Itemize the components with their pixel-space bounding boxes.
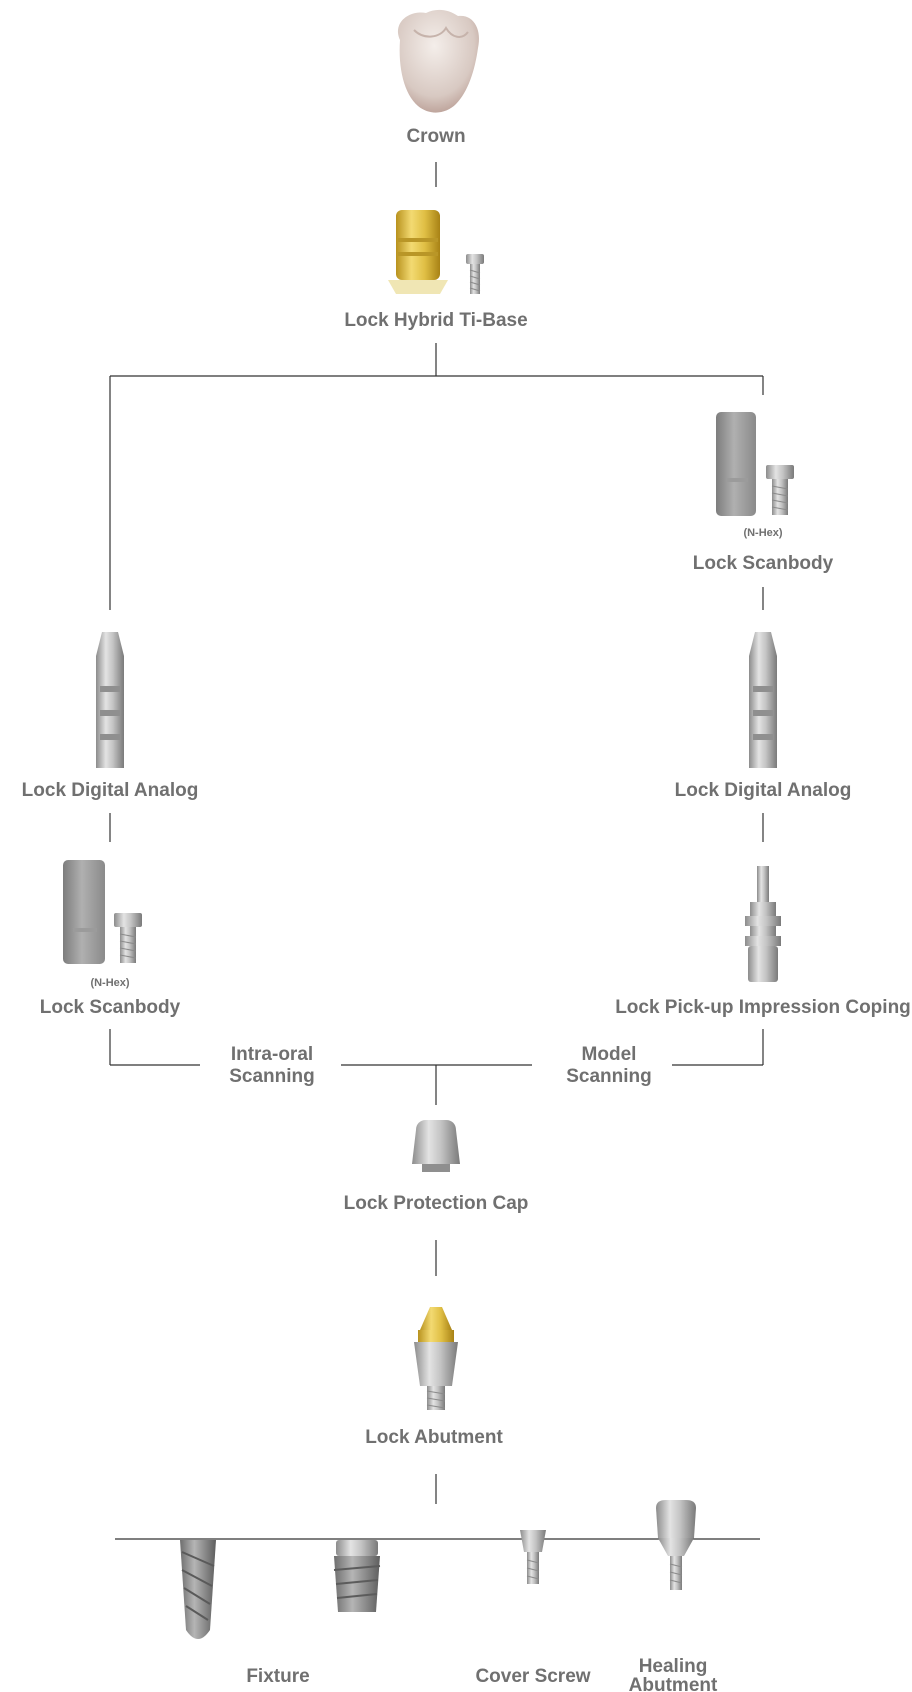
abutment-image — [414, 1307, 458, 1410]
digital-analog-right-image — [749, 632, 777, 768]
scanbody-right-label: Lock Scanbody — [693, 553, 834, 574]
model-label-line2: Scanning — [566, 1066, 652, 1087]
digital-analog-left-image — [96, 632, 124, 768]
healing-abutment-label-line2: Abutment — [629, 1675, 718, 1692]
fixture-long-image — [180, 1540, 216, 1639]
cover-screw-label: Cover Screw — [475, 1666, 590, 1687]
healing-abutment-label-line1: Healing — [639, 1656, 708, 1677]
ti-base-label: Lock Hybrid Ti-Base — [344, 310, 527, 331]
impression-coping-label: Lock Pick-up Impression Coping — [615, 997, 911, 1018]
scanbody-right-image — [716, 412, 794, 516]
hybrid-ti-base-image — [388, 210, 484, 294]
digital-analog-right-label: Lock Digital Analog — [675, 780, 852, 801]
abutment-label: Lock Abutment — [365, 1427, 503, 1448]
connector-lines — [109, 162, 764, 1540]
cover-screw-image — [520, 1530, 546, 1584]
intraoral-label-line2: Scanning — [229, 1066, 315, 1087]
impression-coping-image — [745, 866, 781, 982]
crown-image — [398, 9, 480, 113]
healing-abutment-image — [656, 1500, 696, 1590]
fixture-short-image — [333, 1540, 381, 1612]
scanbody-left-label: Lock Scanbody — [40, 997, 181, 1018]
crown-label: Crown — [406, 126, 465, 147]
scanbody-left-note: (N-Hex) — [90, 977, 129, 989]
model-label-line1: Model — [582, 1044, 637, 1065]
scanbody-left-image — [63, 860, 142, 964]
protection-cap-image — [412, 1120, 460, 1172]
digital-analog-left-label: Lock Digital Analog — [22, 780, 199, 801]
fixture-label: Fixture — [246, 1666, 309, 1687]
protection-cap-label: Lock Protection Cap — [344, 1193, 529, 1214]
intraoral-label-line1: Intra-oral — [231, 1044, 313, 1065]
scanbody-right-note: (N-Hex) — [743, 527, 782, 539]
